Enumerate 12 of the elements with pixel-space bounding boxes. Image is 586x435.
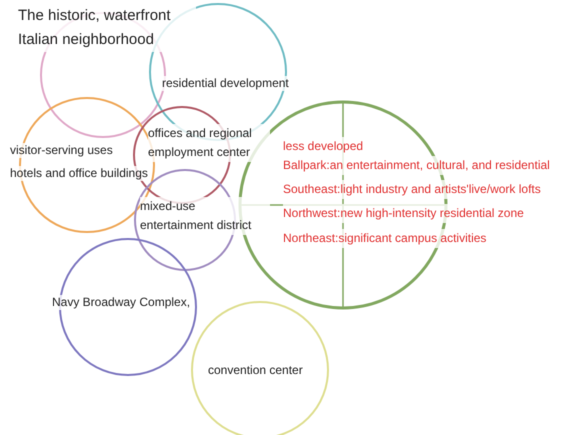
node-label: less developed — [283, 137, 364, 156]
node-label: Navy Broadway Complex, — [52, 295, 190, 310]
node-label: hotels and office buildings — [10, 166, 148, 181]
node-label: Southeast:light industry and artists'live/work lofts — [283, 180, 541, 199]
node-label: residential development — [162, 76, 289, 91]
node-label: Ballpark:an entertainment, cultural, and residential — [283, 156, 550, 175]
node-label: The historic, waterfront Italian neighborhood — [18, 4, 196, 52]
node-label: Northwest:new high-intensity residential zone — [283, 204, 524, 223]
node-label: Northeast:significant campus activities — [283, 229, 486, 248]
node-label: offices and regional employment center — [148, 124, 270, 162]
node-label: mixed-use entertainment district — [140, 197, 270, 235]
node-label: visitor-serving uses — [10, 143, 113, 158]
